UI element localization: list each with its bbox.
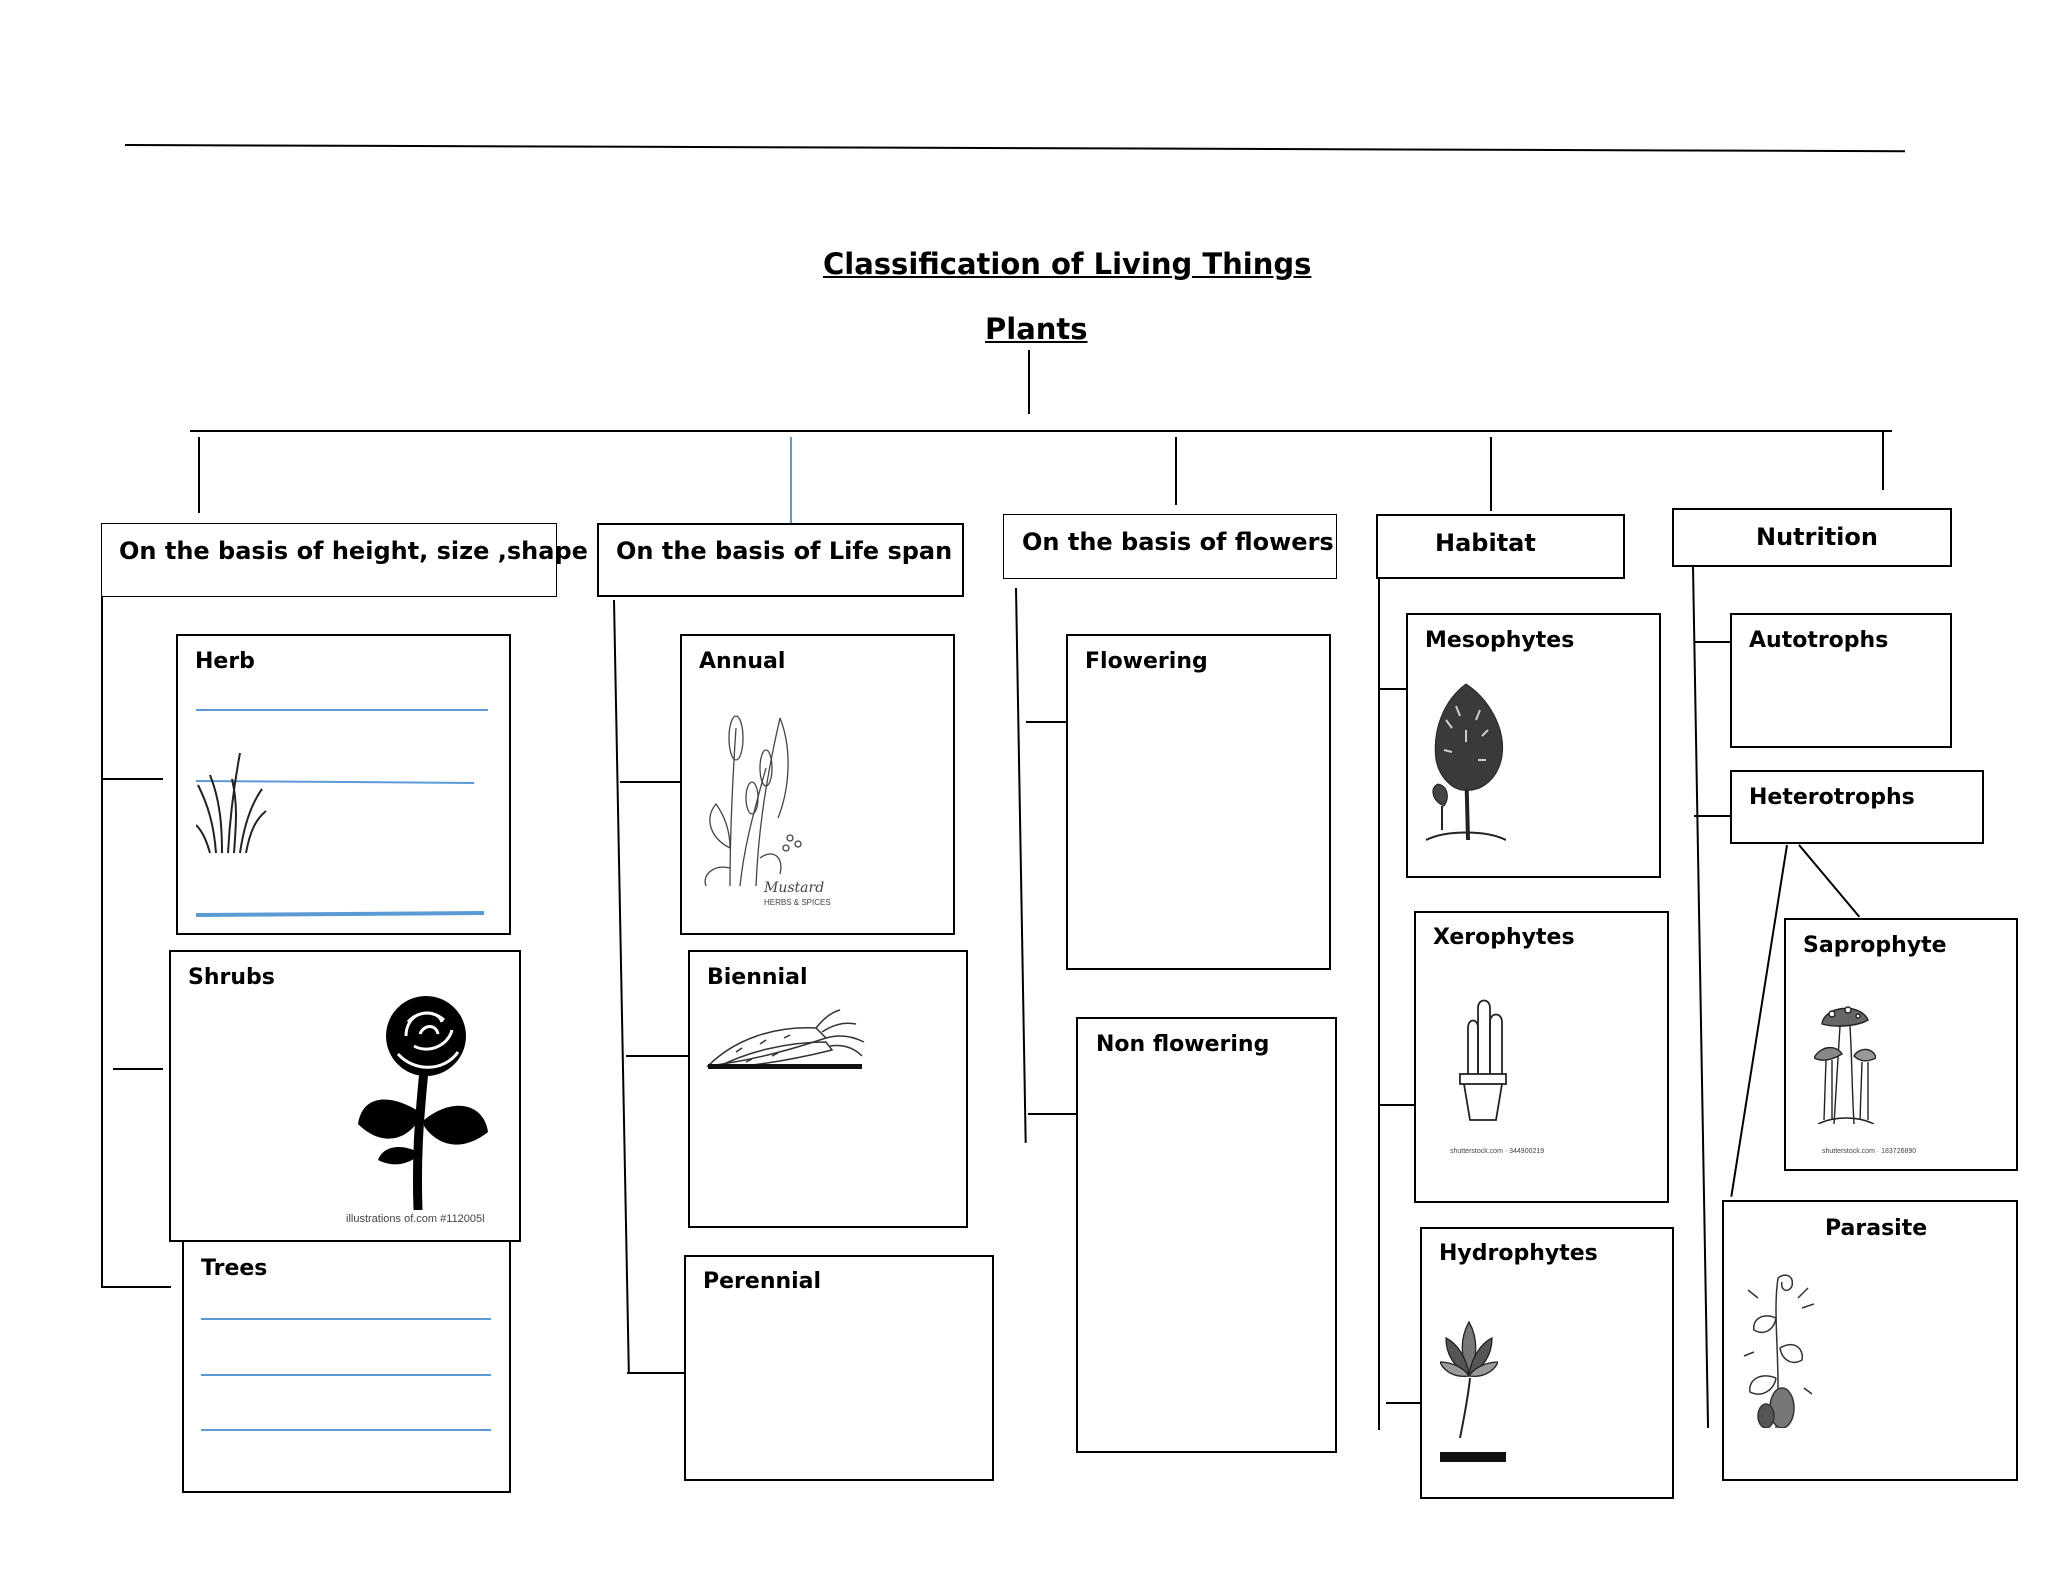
item-label: Non flowering xyxy=(1096,1032,1270,1057)
item-box-xerophytes xyxy=(1414,911,1669,1203)
item-label: Shrubs xyxy=(188,965,275,990)
branch-mesophytes xyxy=(1378,688,1406,690)
item-box-perennial xyxy=(684,1255,994,1481)
plants-stem xyxy=(1028,350,1030,414)
category-life-span xyxy=(597,523,964,597)
branch-herb xyxy=(101,778,163,780)
spine-flowers xyxy=(1015,587,1027,1143)
drop-habitat xyxy=(1490,437,1492,511)
item-box-autotrophs xyxy=(1730,613,1952,748)
item-box-trees xyxy=(182,1242,511,1493)
writing-line xyxy=(196,709,488,711)
branch-trees xyxy=(101,1286,171,1288)
item-label: Xerophytes xyxy=(1433,925,1575,950)
page-subtitle: Plants xyxy=(985,312,1088,346)
mustard-plant-icon xyxy=(704,715,802,886)
item-label: Flowering xyxy=(1085,649,1208,674)
writing-line xyxy=(201,1318,491,1320)
branch-perennial xyxy=(627,1372,684,1374)
branch-annual xyxy=(620,781,680,783)
mushroom-icon xyxy=(1814,1006,1876,1124)
drop-nutrition xyxy=(1882,432,1884,490)
item-label: Heterotrophs xyxy=(1749,785,1915,810)
branch-flowering xyxy=(1026,721,1066,723)
branch-autotrophs xyxy=(1694,641,1730,643)
item-box-saprophyte xyxy=(1784,918,2018,1171)
main-horizontal-connector xyxy=(190,430,1892,432)
branch-to-saprophyte xyxy=(1798,844,1860,918)
branch-biennial xyxy=(626,1055,688,1057)
item-box-biennial xyxy=(688,950,968,1228)
image-caption-bar xyxy=(1440,1452,1506,1462)
spine-lifespan xyxy=(613,599,630,1374)
branch-heterotrophs xyxy=(1694,815,1730,817)
category-label: Habitat xyxy=(1435,529,1536,557)
category-nutrition xyxy=(1672,508,1952,567)
branch-to-parasite xyxy=(1730,844,1788,1197)
image-credit: shutterstock.com · 183726890 xyxy=(1822,1148,1917,1155)
item-label: Hydrophytes xyxy=(1439,1241,1598,1266)
image-credit: Mustard xyxy=(764,880,825,896)
parasite-plant-icon xyxy=(1743,1274,1814,1428)
spine-height xyxy=(101,596,103,1286)
item-label: Trees xyxy=(201,1256,268,1281)
branch-shrubs xyxy=(113,1068,163,1070)
item-box-annual xyxy=(680,634,955,935)
item-box-herb xyxy=(176,634,511,935)
branch-non-flowering xyxy=(1028,1113,1076,1115)
item-box-flowering xyxy=(1066,634,1331,970)
category-label: Nutrition xyxy=(1756,523,1878,551)
item-label: Autotrophs xyxy=(1749,628,1889,653)
writing-line xyxy=(201,1429,491,1431)
tree-icon xyxy=(1426,683,1506,841)
category-height-size-shape xyxy=(101,523,557,597)
drop-lifespan xyxy=(790,437,792,523)
drop-height xyxy=(198,437,200,513)
item-label: Mesophytes xyxy=(1425,628,1575,653)
spine-habitat xyxy=(1378,578,1380,1430)
cactus-icon xyxy=(1459,999,1507,1121)
category-label: On the basis of Life span xyxy=(616,537,953,565)
rose-icon xyxy=(358,996,488,1210)
category-label: On the basis of height, size ,shape xyxy=(119,537,588,565)
item-box-shrubs xyxy=(169,950,521,1242)
item-label: Herb xyxy=(195,649,255,674)
image-credit: illustrations of.com #112005l xyxy=(346,1213,485,1225)
branch-hydrophytes xyxy=(1386,1402,1422,1404)
item-label: Annual xyxy=(699,649,786,674)
item-box-non-flowering xyxy=(1076,1017,1337,1453)
item-label: Parasite xyxy=(1825,1216,1928,1241)
item-label: Saprophyte xyxy=(1803,933,1947,958)
category-flowers xyxy=(1003,514,1337,579)
image-caption-bar xyxy=(708,1064,862,1069)
spine-nutrition xyxy=(1692,565,1709,1428)
top-rule xyxy=(124,144,1905,152)
page-title: Classification of Living Things xyxy=(823,247,1312,281)
category-label: On the basis of flowers xyxy=(1022,528,1334,556)
item-label: Perennial xyxy=(703,1269,822,1294)
drop-flowers xyxy=(1175,437,1177,505)
grass-icon xyxy=(196,752,267,854)
image-credit: shutterstock.com · 344900219 xyxy=(1450,1148,1545,1155)
image-credit: HERBS & SPICES xyxy=(764,898,831,907)
item-box-parasite xyxy=(1722,1200,2018,1481)
lotus-icon xyxy=(1440,1320,1498,1438)
item-box-heterotrophs xyxy=(1730,770,1984,844)
category-habitat xyxy=(1376,514,1625,579)
writing-line xyxy=(201,1374,491,1376)
branch-xerophytes xyxy=(1378,1104,1414,1106)
item-label: Biennial xyxy=(707,965,808,990)
